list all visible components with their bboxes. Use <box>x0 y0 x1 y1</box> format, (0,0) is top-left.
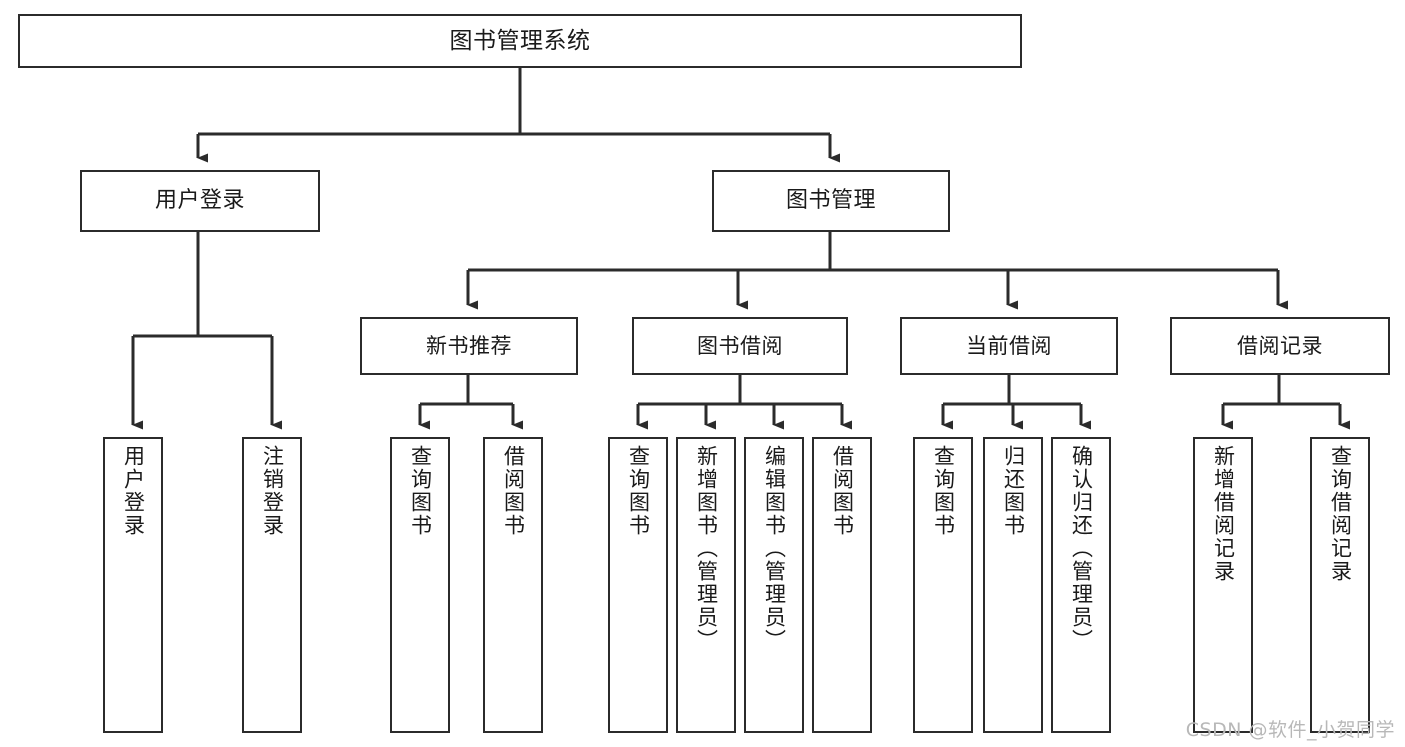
leaf-newbook-query-books[interactable]: 查询图书 <box>390 437 450 733</box>
node-book-management-label: 图书管理 <box>785 188 876 214</box>
leaf-newbook-query-books-label: 查询图书 <box>408 445 433 537</box>
node-user-login-label: 用户登录 <box>154 188 245 214</box>
leaf-add-book-admin-label: 新增图书（管理员） <box>694 445 719 652</box>
leaf-query-borrow-record[interactable]: 查询借阅记录 <box>1310 437 1370 733</box>
leaf-newbook-borrow-books[interactable]: 借阅图书 <box>483 437 543 733</box>
csdn-watermark: CSDN @软件_小贺同学 <box>1185 719 1395 741</box>
leaf-logout[interactable]: 注销登录 <box>242 437 302 733</box>
node-user-login[interactable]: 用户登录 <box>80 170 320 232</box>
node-book-borrow-label: 图书借阅 <box>697 333 783 358</box>
connector-bookborrow-to-leaves <box>636 375 852 430</box>
connector-userlogin-to-leaves <box>131 232 282 430</box>
leaf-edit-book-admin-label: 编辑图书（管理员） <box>762 445 787 652</box>
node-root-system[interactable]: 图书管理系统 <box>18 14 1022 68</box>
leaf-newbook-borrow-books-label: 借阅图书 <box>501 445 526 537</box>
leaf-return-books[interactable]: 归还图书 <box>983 437 1043 733</box>
leaf-borrow-books-label: 借阅图书 <box>830 445 855 537</box>
leaf-confirm-return-admin-label: 确认归还（管理员） <box>1069 445 1094 652</box>
node-root-label: 图书管理系统 <box>449 27 591 54</box>
leaf-borrow-query-books[interactable]: 查询图书 <box>608 437 668 733</box>
connector-borrowrecord-to-leaves <box>1221 375 1350 430</box>
leaf-query-borrow-record-label: 查询借阅记录 <box>1328 445 1353 583</box>
leaf-current-query-books-label: 查询图书 <box>931 445 956 537</box>
node-borrow-record-label: 借阅记录 <box>1237 333 1323 358</box>
node-book-management[interactable]: 图书管理 <box>712 170 950 232</box>
leaf-add-borrow-record[interactable]: 新增借阅记录 <box>1193 437 1253 733</box>
leaf-logout-label: 注销登录 <box>260 445 285 537</box>
connector-currentborrow-to-leaves <box>941 375 1091 430</box>
leaf-borrow-books[interactable]: 借阅图书 <box>812 437 872 733</box>
leaf-current-query-books[interactable]: 查询图书 <box>913 437 973 733</box>
connector-root-to-level2 <box>196 68 840 163</box>
node-current-borrow-label: 当前借阅 <box>966 333 1052 358</box>
leaf-add-book-admin[interactable]: 新增图书（管理员） <box>676 437 736 733</box>
connector-bookmgmt-to-level3 <box>466 232 1288 310</box>
leaf-edit-book-admin[interactable]: 编辑图书（管理员） <box>744 437 804 733</box>
leaf-user-login-label: 用户登录 <box>121 445 146 537</box>
connector-newbook-to-leaves <box>418 375 523 430</box>
leaf-return-books-label: 归还图书 <box>1001 445 1026 537</box>
leaf-user-login[interactable]: 用户登录 <box>103 437 163 733</box>
node-book-borrow[interactable]: 图书借阅 <box>632 317 848 375</box>
leaf-borrow-query-books-label: 查询图书 <box>626 445 651 537</box>
node-borrow-record[interactable]: 借阅记录 <box>1170 317 1390 375</box>
node-new-book-recommend[interactable]: 新书推荐 <box>360 317 578 375</box>
leaf-confirm-return-admin[interactable]: 确认归还（管理员） <box>1051 437 1111 733</box>
leaf-add-borrow-record-label: 新增借阅记录 <box>1211 445 1236 583</box>
node-current-borrow[interactable]: 当前借阅 <box>900 317 1118 375</box>
node-new-book-recommend-label: 新书推荐 <box>426 333 512 358</box>
